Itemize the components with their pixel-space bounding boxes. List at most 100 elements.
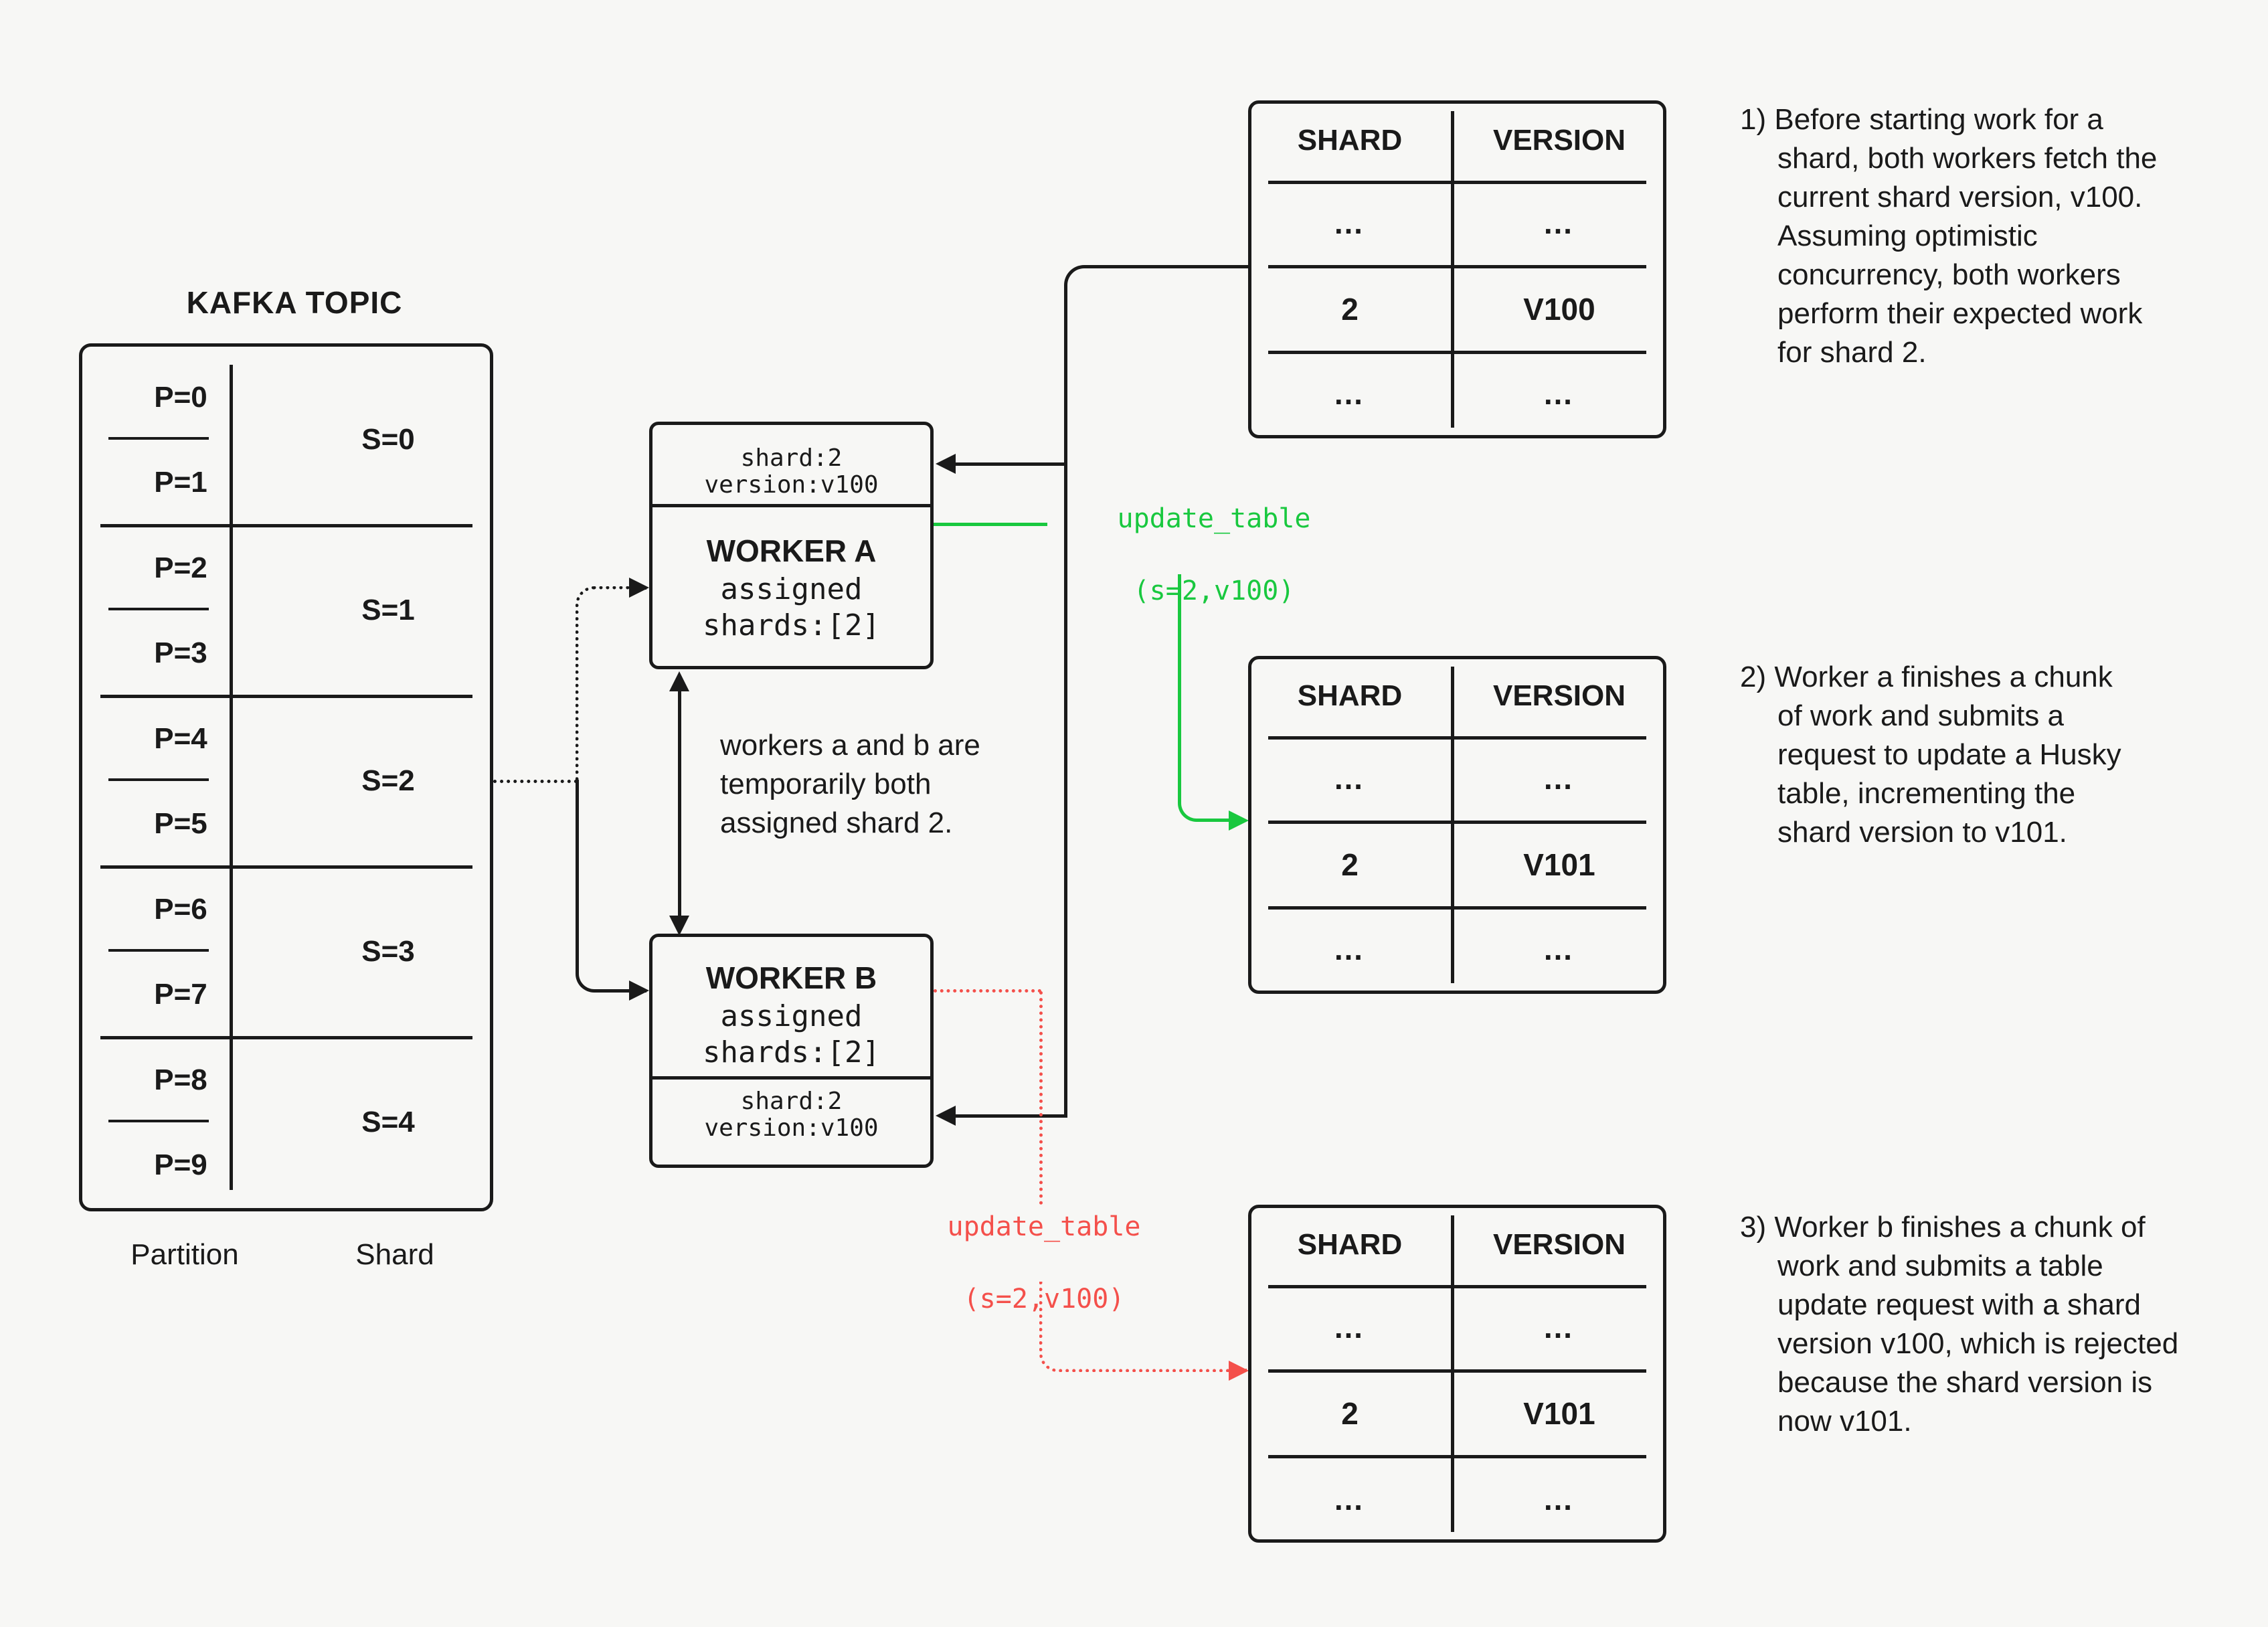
partition-cell: P=4 <box>154 722 207 755</box>
worker-b-update-vertical <box>1039 991 1043 1205</box>
partition-cell: P=0 <box>154 381 207 414</box>
partition-cell: P=6 <box>154 893 207 926</box>
worker-a-fetched-shard: shard:2 <box>740 444 843 472</box>
shard-cell: S=2 <box>361 764 415 797</box>
table2-cell: … <box>1543 932 1576 966</box>
partition-cell: P=9 <box>154 1148 207 1181</box>
update-table-call-args: (s=2,v100) <box>1133 576 1295 606</box>
worker-a-assigned: assigned <box>720 572 863 606</box>
shard2-to-worker-a-elbow <box>576 586 646 782</box>
table3-column-divider <box>1451 1215 1454 1532</box>
shard2-feed-line <box>493 780 578 783</box>
table1-header-shard: SHARD <box>1297 124 1403 157</box>
worker-b-update-line <box>934 989 1041 993</box>
table2-row-divider <box>1268 736 1646 740</box>
table3-cell: … <box>1543 1482 1576 1517</box>
partition-divider <box>108 949 209 952</box>
arrowhead-into-after-b-table <box>1229 1361 1249 1381</box>
worker-a-update-label: update_table (s=2,v100) <box>1067 501 1361 609</box>
update-table-call-text: update_table <box>1117 503 1311 534</box>
table1-cell: … <box>1333 376 1367 411</box>
table3-cell: … <box>1333 1310 1367 1345</box>
annotation-step-2: 2) Worker a finishes a chunk of work and… <box>1740 661 2121 849</box>
partition-cell: P=1 <box>154 466 207 499</box>
arrowhead-into-worker-a-chip <box>936 454 956 474</box>
arrowhead-down-to-worker-b <box>669 916 689 936</box>
worker-b-box <box>649 934 934 1168</box>
partition-divider <box>108 608 209 610</box>
kafka-topic-table <box>79 343 493 1211</box>
fetch-to-worker-a-line <box>956 462 1066 466</box>
worker-b-fetched-shard: shard:2 <box>740 1088 843 1115</box>
table1-column-divider <box>1451 111 1454 428</box>
worker-a-divider <box>650 504 932 507</box>
shard-column-label: Shard <box>355 1238 434 1271</box>
table1-cell-shard2: 2 <box>1341 292 1359 327</box>
worker-a-update-line <box>934 523 1047 526</box>
table3-cell: … <box>1543 1310 1576 1345</box>
kafka-topic-title: KAFKA TOPIC <box>186 285 403 320</box>
worker-a-fetched-version: version:v100 <box>704 471 879 499</box>
table2-column-divider <box>1451 667 1454 983</box>
worker-a-update-elbow <box>1178 574 1245 822</box>
table2-cell-shard2: 2 <box>1341 847 1359 882</box>
kafka-column-divider <box>230 365 233 1190</box>
kafka-row-divider <box>100 1036 472 1039</box>
shard-cell: S=4 <box>361 1106 415 1138</box>
fetch-version-elbow <box>1064 265 1248 462</box>
arrowhead-up-to-worker-a <box>669 671 689 691</box>
table2-header-shard: SHARD <box>1297 679 1403 712</box>
shard2-to-worker-b-elbow <box>576 780 646 993</box>
table3-header-shard: SHARD <box>1297 1228 1403 1261</box>
table1-cell: … <box>1543 376 1576 411</box>
table1-row-divider <box>1268 265 1646 268</box>
worker-b-update-elbow <box>1039 1282 1247 1372</box>
worker-b-fetched-version: version:v100 <box>704 1114 879 1142</box>
partition-column-label: Partition <box>130 1238 239 1271</box>
worker-a-b-link-line <box>678 684 681 922</box>
table3-cell-version: V101 <box>1523 1396 1595 1431</box>
partition-cell: P=2 <box>154 551 207 584</box>
partition-divider <box>108 437 209 440</box>
arrowhead-into-worker-b-left <box>629 980 649 1001</box>
fetch-to-worker-b-line <box>956 1114 1066 1118</box>
table3-row-divider <box>1268 1285 1646 1288</box>
table3-header-version: VERSION <box>1492 1228 1626 1261</box>
worker-b-shards: shards:[2] <box>703 1035 880 1069</box>
kafka-row-divider <box>100 695 472 698</box>
table3-row-divider <box>1268 1369 1646 1373</box>
shard-cell: S=1 <box>361 594 415 626</box>
table2-row-divider <box>1268 906 1646 910</box>
table2-cell: … <box>1333 932 1367 966</box>
kafka-row-divider <box>100 524 472 527</box>
arrowhead-into-worker-a-left <box>629 578 649 598</box>
table3-cell: … <box>1333 1482 1367 1517</box>
worker-a-box <box>649 422 934 669</box>
table2-cell: … <box>1543 761 1576 796</box>
partition-cell: P=8 <box>154 1063 207 1096</box>
table3-row-divider <box>1268 1455 1646 1458</box>
version-table-initial <box>1248 100 1666 438</box>
table2-cell: … <box>1333 761 1367 796</box>
partition-cell: P=7 <box>154 978 207 1011</box>
table2-header-version: VERSION <box>1492 679 1626 712</box>
table3-cell-shard2: 2 <box>1341 1396 1359 1431</box>
table1-row-divider <box>1268 351 1646 354</box>
table1-header-version: VERSION <box>1492 124 1626 157</box>
shard-cell: S=3 <box>361 935 415 968</box>
shard-cell: S=0 <box>361 423 415 456</box>
table1-row-divider <box>1268 181 1646 184</box>
table1-cell: … <box>1543 205 1576 240</box>
table1-cell: … <box>1333 205 1367 240</box>
worker-a-shards: shards:[2] <box>703 608 880 643</box>
partition-divider <box>108 778 209 781</box>
partition-divider <box>108 1120 209 1122</box>
worker-b-name: WORKER B <box>705 960 877 995</box>
dual-assignment-note: workers a and b are temporarily both ass… <box>720 729 980 839</box>
version-table-after-a <box>1248 656 1666 994</box>
arrowhead-into-worker-b-chip <box>936 1106 956 1126</box>
annotation-step-1: 1) Before starting work for a shard, bot… <box>1740 103 2158 369</box>
table1-cell-version: V100 <box>1523 292 1595 327</box>
table2-row-divider <box>1268 821 1646 824</box>
